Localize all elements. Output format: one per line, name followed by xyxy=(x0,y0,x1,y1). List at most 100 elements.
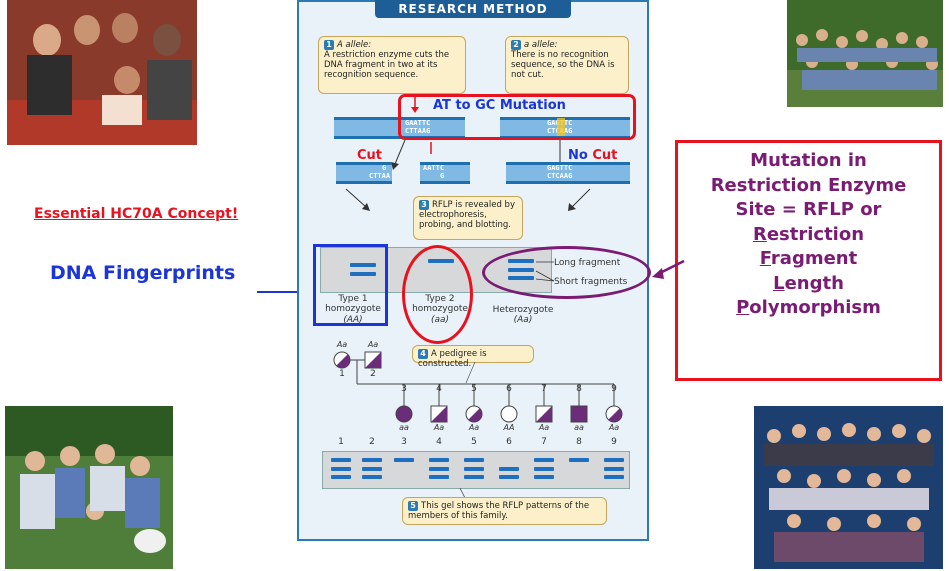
child-index-9: 9 xyxy=(611,384,617,394)
uncut-bottom: CTCAAG xyxy=(547,172,573,180)
lane3-band-long xyxy=(394,458,414,462)
child-genotype-6: AA xyxy=(503,423,515,432)
child-index-3: 3 xyxy=(401,384,407,394)
rflp-box-arrow xyxy=(652,259,685,279)
family-photo-bottom-left xyxy=(5,406,173,569)
lane-number-4: 4 xyxy=(436,437,442,447)
step3-text: RFLP is revealed by electrophoresis, pro… xyxy=(419,200,515,230)
type2-highlight-ellipse xyxy=(402,245,473,344)
step1-number: 1 xyxy=(324,40,334,50)
step5-text: This gel shows the RFLP patterns of the … xyxy=(408,501,590,521)
lane6-band-short-b xyxy=(499,475,519,479)
lane2-band-long xyxy=(362,458,382,462)
lane7-band-short-a xyxy=(534,467,554,471)
lane-number-5: 5 xyxy=(471,437,477,447)
step1-text: A restriction enzyme cuts the DNA fragme… xyxy=(324,50,450,80)
lane1-band-short-b xyxy=(331,475,351,479)
child-index-5: 5 xyxy=(471,384,477,394)
step4-number: 4 xyxy=(418,349,428,359)
lane-number-8: 8 xyxy=(576,437,582,447)
lane4-band-short-b xyxy=(429,475,449,479)
mutation-highlight-box xyxy=(398,94,636,140)
lane1-band-short-a xyxy=(331,467,351,471)
family-photo-top-left xyxy=(7,0,197,145)
step1-head: A allele: xyxy=(337,40,372,50)
lane5-band-short-b xyxy=(464,475,484,479)
lane-number-6: 6 xyxy=(506,437,512,447)
lane-number-2: 2 xyxy=(369,437,375,447)
step3-number: 3 xyxy=(419,200,429,210)
gel-band-type1-a xyxy=(350,263,376,267)
lane6-band-short-a xyxy=(499,467,519,471)
child-index-4: 4 xyxy=(436,384,442,394)
mutation-label: AT to GC Mutation xyxy=(433,98,566,113)
gel-band-type1-b xyxy=(350,272,376,276)
pedigree-chart xyxy=(333,351,623,423)
lane5-band-short-a xyxy=(464,467,484,471)
child-genotype-8: aa xyxy=(574,423,584,432)
step2-head: a allele: xyxy=(524,40,558,50)
gel-arrows xyxy=(345,188,591,211)
rflp-definition-box: Mutation in Restriction Enzyme Site = RF… xyxy=(675,140,942,381)
type1-genotype: (AA) xyxy=(343,315,363,325)
child-genotype-7: Aa xyxy=(538,423,550,432)
no-cut-label: No Cut xyxy=(568,148,618,163)
child-genotype-5: Aa xyxy=(468,423,480,432)
rflp-highlight-ellipse xyxy=(482,246,651,299)
mutation-arrow xyxy=(411,97,419,113)
frag-left-top: G xyxy=(382,164,387,172)
mutated-base-highlight xyxy=(557,118,565,136)
family-photo-top-right xyxy=(787,0,943,107)
step5-pointer xyxy=(459,487,466,499)
research-method-title: RESEARCH METHOD xyxy=(375,0,571,18)
lane7-band-long xyxy=(534,458,554,462)
lane-number-9: 9 xyxy=(611,437,617,447)
lane2-band-short-a xyxy=(362,467,382,471)
frag-left-bottom: CTTAA xyxy=(369,172,391,180)
rflp-line-fragment: Fragment xyxy=(759,248,858,269)
parent2-index: 2 xyxy=(370,369,376,379)
parent2-genotype: Aa xyxy=(367,340,379,349)
parent1-index: 1 xyxy=(339,369,345,379)
lane9-band-short-a xyxy=(604,467,624,471)
step2-number: 2 xyxy=(511,40,521,50)
rflp-line-2: Restriction Enzyme xyxy=(710,174,907,196)
uncut-fragment xyxy=(506,162,630,184)
step2-text: There is no recognition sequence, so the… xyxy=(511,50,615,80)
dna-fingerprints-label: DNA Fingerprints xyxy=(50,262,236,284)
child-genotype-4: Aa xyxy=(433,423,445,432)
step4-text: A pedigree is constructed. xyxy=(418,349,487,369)
rflp-line-1: Mutation in xyxy=(750,150,867,171)
cut-label: Cut xyxy=(357,148,383,163)
child-index-6: 6 xyxy=(506,384,512,394)
dna-fingerprints-highlight-box xyxy=(313,244,388,326)
lane1-band-long xyxy=(331,458,351,462)
rflp-line-polymorphism: Polymorphism xyxy=(736,297,881,318)
rflp-line-3: Site = RFLP or xyxy=(735,199,882,220)
lane9-band-long xyxy=(604,458,624,462)
lane2-band-short-b xyxy=(362,475,382,479)
child-genotype-9: Aa xyxy=(608,423,620,432)
lane7-band-short-b xyxy=(534,475,554,479)
child-genotype-3: aa xyxy=(399,423,409,432)
lane5-band-long xyxy=(464,458,484,462)
seq-left-top: GAATTC xyxy=(405,119,431,127)
hetero-label: Heterozygote xyxy=(492,305,554,315)
fragment-middle xyxy=(420,162,470,184)
hetero-genotype: (Aa) xyxy=(513,315,533,325)
lane-number-7: 7 xyxy=(541,437,547,447)
family-photo-bottom-right xyxy=(754,406,943,569)
lane8-band-long xyxy=(569,458,589,462)
frag-mid-top: AATTC xyxy=(423,164,445,172)
seq-left-bottom: CTTAAG xyxy=(405,127,431,135)
type1-label: Type 1 homozygote xyxy=(325,294,381,314)
rflp-line-restriction: Restriction xyxy=(752,223,865,245)
essential-concept-label: Essential HC70A Concept! xyxy=(34,206,239,222)
child-index-7: 7 xyxy=(541,384,547,394)
lane9-band-short-b xyxy=(604,475,624,479)
